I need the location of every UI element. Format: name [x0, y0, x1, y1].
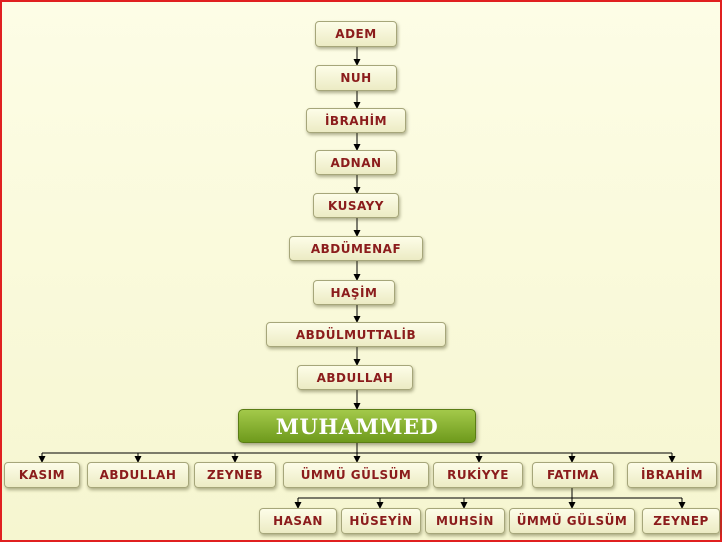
child-node: FATIMA: [532, 462, 614, 488]
grandchild-node: ÜMMÜ GÜLSÜM: [509, 508, 635, 534]
ancestor-node: ADEM: [315, 21, 397, 47]
ancestor-node: ADNAN: [315, 150, 397, 175]
grandchild-node: HASAN: [259, 508, 337, 534]
child-node: ÜMMÜ GÜLSÜM: [283, 462, 429, 488]
child-node: ABDULLAH: [87, 462, 189, 488]
grandchild-node: MUHSİN: [425, 508, 505, 534]
child-node: ZEYNEB: [194, 462, 276, 488]
ancestor-node: ABDÜLMUTTALİB: [266, 322, 446, 347]
ancestor-node: KUSAYY: [313, 193, 399, 218]
child-node: RUKİYYE: [433, 462, 523, 488]
grandchild-node: HÜSEYİN: [341, 508, 421, 534]
child-node: KASIM: [4, 462, 80, 488]
grandchild-node: ZEYNEP: [642, 508, 720, 534]
root-node-muhammed: MUHAMMED: [238, 409, 476, 443]
ancestor-node: ABDÜMENAF: [289, 236, 423, 261]
ancestor-node: ABDULLAH: [297, 365, 413, 390]
child-node: İBRAHİM: [627, 462, 717, 488]
ancestor-node: İBRAHİM: [306, 108, 406, 133]
ancestor-node: NUH: [315, 65, 397, 91]
ancestor-node: HAŞİM: [313, 280, 395, 305]
